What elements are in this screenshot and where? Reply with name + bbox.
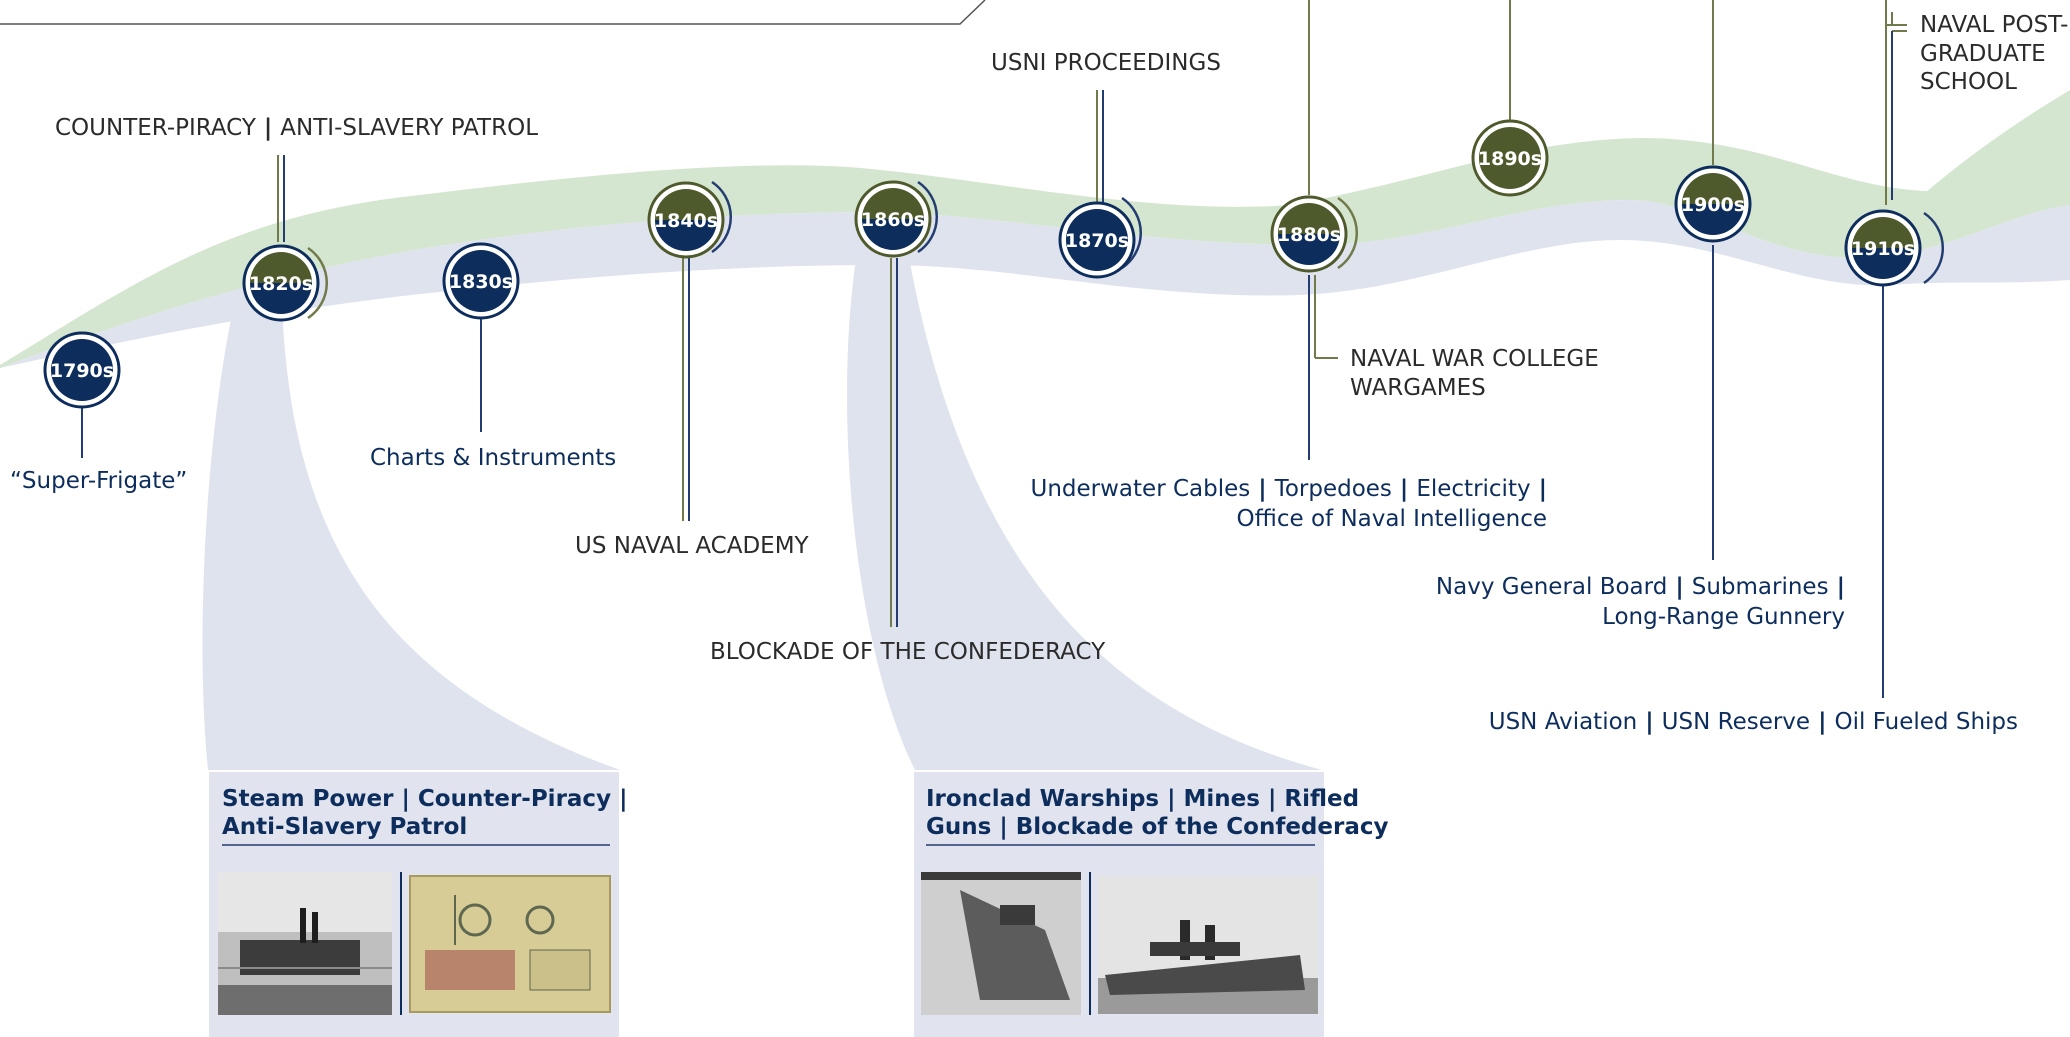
label-war-college-2: WARGAMES [1350,375,1486,401]
label-super-frigate: “Super-Frigate” [10,468,187,494]
node-1820s[interactable]: 1820s [242,244,320,322]
label-part: USN Reserve [1662,709,1810,735]
pipe-separator: | [1531,476,1547,502]
label-part: Torpedoes [1274,476,1392,502]
panel-1860s: Ironclad Warships | Mines | Rifled Guns … [914,772,1388,1037]
label-charts: Charts & Instruments [370,445,616,471]
node-label: 1880s [1277,224,1341,246]
label-part: COUNTER-PIRACY [55,115,257,141]
node-1830s[interactable]: 1830s [442,242,520,320]
label-part: ANTI-SLAVERY PATROL [280,115,538,141]
monitor-photo[interactable] [1098,876,1318,1014]
ironclad-photo[interactable] [921,872,1081,1015]
label-part: Submarines [1692,574,1829,600]
label-postgrad-3: SCHOOL [1920,69,2017,95]
node-1910s[interactable]: 1910s [1844,209,1922,287]
label-aviation: USN Aviation | USN Reserve | Oil Fueled … [1489,709,2018,735]
node-label: 1910s [1851,238,1915,260]
label-blockade: BLOCKADE OF THE CONFEDERACY [710,639,1106,665]
connector-lines [81,0,1907,698]
label-general-board-2: Long-Range Gunnery [1602,604,1845,630]
node-1840s[interactable]: 1840s [647,181,725,259]
label-part: USN Aviation [1489,709,1638,735]
label-part: Electricity [1416,476,1530,502]
panel-title-line1: Ironclad Warships | Mines | Rifled [926,786,1359,812]
pipe-separator: | [256,115,280,141]
node-label: 1820s [249,273,313,295]
panel-title-line1: Steam Power | Counter-Piracy | [222,786,627,812]
flare-1820s [202,278,621,770]
node-1900s[interactable]: 1900s [1674,165,1752,243]
node-label: 1870s [1065,230,1129,252]
node-1790s[interactable]: 1790s [43,331,121,409]
header-frame-line [0,0,986,25]
label-postgrad-1: NAVAL POST- [1920,12,2068,38]
green-band-upper-right [1900,90,2070,215]
node-label: 1790s [50,360,114,382]
pipe-separator: | [1829,574,1845,600]
node-label: 1900s [1681,194,1745,216]
flare-1860s [847,225,1322,770]
pipe-separator: | [1250,476,1274,502]
steamboat-photo[interactable] [218,872,392,1015]
label-postgrad-2: GRADUATE [1920,41,2046,67]
node-label: 1860s [861,209,925,231]
node-arc-accents [307,180,1945,320]
panel-title-line2: Guns | Blockade of the Confederacy [926,814,1388,840]
node-1890s[interactable]: 1890s [1471,119,1549,197]
label-cables-2: Office of Naval Intelligence [1237,506,1547,532]
pipe-separator: | [1637,709,1661,735]
label-war-college-1: NAVAL WAR COLLEGE [1350,346,1599,372]
node-1870s[interactable]: 1870s [1058,201,1136,279]
label-naval-academy: US NAVAL ACADEMY [575,533,810,559]
green-band [0,138,2070,368]
node-label: 1830s [449,271,513,293]
label-part: Underwater Cables [1031,476,1251,502]
node-1880s[interactable]: 1880s [1270,195,1348,273]
label-counter-piracy: COUNTER-PIRACY | ANTI-SLAVERY PATROL [55,115,538,141]
label-cables-1: Underwater Cables | Torpedoes | Electric… [1031,476,1548,502]
label-general-board-1: Navy General Board | Submarines | [1436,574,1845,600]
pipe-separator: | [1667,574,1691,600]
node-label: 1890s [1478,148,1542,170]
pipe-separator: | [1810,709,1834,735]
label-usni: USNI PROCEEDINGS [991,50,1221,76]
blue-band [0,200,2070,368]
node-1860s[interactable]: 1860s [854,180,932,258]
pipe-separator: | [1392,476,1416,502]
engine-drawing[interactable] [409,875,611,1013]
panel-1820s: Steam Power | Counter-Piracy | Anti-Slav… [209,772,627,1037]
label-part: Navy General Board [1436,574,1667,600]
node-label: 1840s [654,210,718,232]
label-part: Oil Fueled Ships [1835,709,2019,735]
panel-title-line2: Anti-Slavery Patrol [222,814,467,840]
